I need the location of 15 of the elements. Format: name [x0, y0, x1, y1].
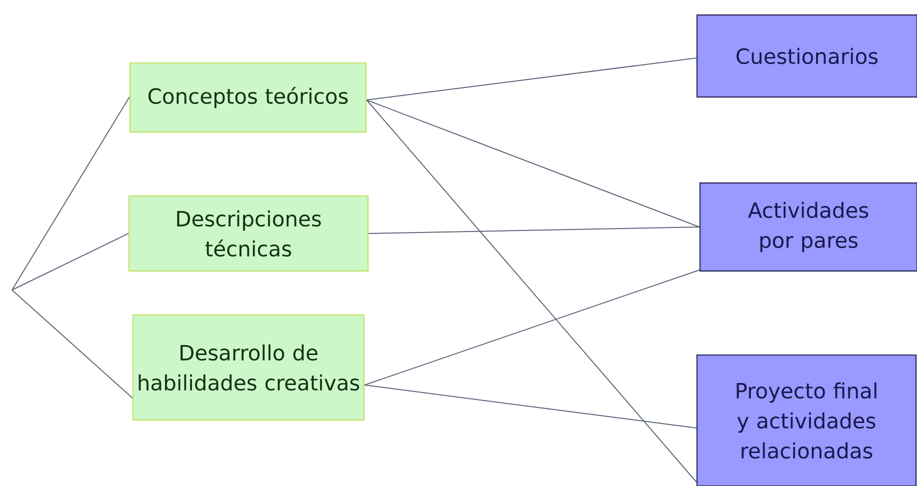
process-box: Desarrollo de habilidades creativas: [132, 314, 365, 421]
result-box: Actividades por pares: [699, 182, 917, 272]
connector-line: [12, 290, 133, 398]
connector-line: [366, 58, 697, 100]
connector-line: [364, 270, 700, 386]
result-box: Proyecto final y actividades relacionadas: [696, 354, 917, 486]
process-box: Conceptos teóricos: [129, 62, 367, 133]
connector-line: [366, 100, 697, 482]
connector-line: [364, 384, 697, 428]
process-box: Descripciones técnicas: [128, 195, 369, 272]
result-box: Cuestionarios: [696, 14, 917, 98]
connector-line: [12, 96, 130, 290]
connector-line: [366, 100, 700, 228]
connector-line: [12, 233, 129, 290]
connector-line: [368, 226, 700, 234]
